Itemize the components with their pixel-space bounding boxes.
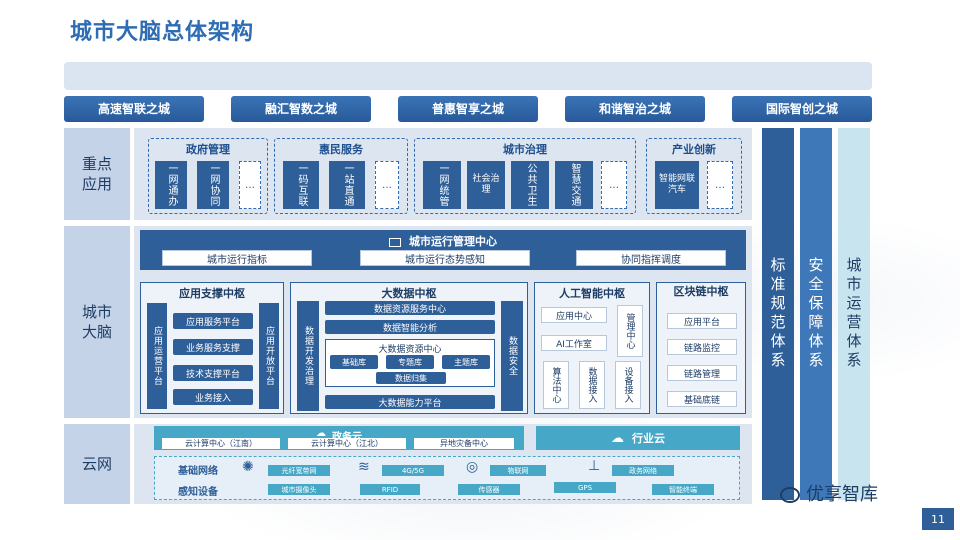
lib-item[interactable]: 专题库: [386, 355, 434, 369]
app-item[interactable]: 一网统管: [423, 161, 461, 209]
app-support-left[interactable]: 应用运营平台: [147, 303, 167, 409]
city-tag: 和谐智治之城: [565, 96, 705, 122]
data-collect[interactable]: 数据归集: [376, 372, 446, 384]
group-industry: 产业创新 智能网联汽车 …: [646, 138, 742, 214]
ai-item[interactable]: AI工作室: [541, 335, 607, 351]
gov-cloud-item[interactable]: 异地灾备中心: [414, 438, 514, 449]
network-globe-icon: ✺: [242, 459, 254, 475]
ai-item[interactable]: 应用中心: [541, 307, 607, 323]
city-tag: 普惠智享之城: [398, 96, 538, 122]
column-security[interactable]: 安全保障体系: [800, 128, 832, 500]
network-tree-icon: ⊥: [588, 458, 601, 474]
column-standards[interactable]: 标准规范体系: [762, 128, 794, 500]
app-item[interactable]: 社会治理: [467, 161, 505, 209]
app-item-more: …: [707, 161, 733, 209]
top-banner: [64, 62, 872, 90]
group-governance: 城市治理 一网统管 社会治理 公共卫生 智慧交通 …: [414, 138, 636, 214]
page-title: 城市大脑总体架构: [70, 20, 255, 45]
app-support-panel: 应用支撑中枢 应用运营平台 应用开放平台 应用服务平台 业务服务支撑 技术支撑平…: [140, 282, 284, 414]
blockchain-item[interactable]: 链路管理: [667, 365, 737, 381]
blockchain-item[interactable]: 基础底链: [667, 391, 737, 407]
net-label: 基础网络: [178, 466, 218, 477]
app-item[interactable]: 一码互联: [283, 161, 319, 209]
row-label-net: 云网: [64, 424, 130, 504]
big-data-panel: 大数据中枢 数据开发治理 数据安全 数据资源服务中心 数据智能分析 大数据资源中…: [290, 282, 528, 414]
big-data-left[interactable]: 数据开发治理: [297, 301, 319, 411]
blockchain-item[interactable]: 应用平台: [667, 313, 737, 329]
row-label-brain: 城市 大脑: [64, 226, 130, 418]
app-support-item[interactable]: 应用服务平台: [173, 313, 253, 329]
blockchain-panel: 区块链中枢 应用平台 链路监控 链路管理 基础底链: [656, 282, 746, 414]
ai-bottom-item[interactable]: 设备接入: [615, 361, 641, 409]
app-item-more: …: [375, 161, 399, 209]
cloud-icon: ☁: [316, 428, 326, 439]
ai-mgmt[interactable]: 管理中心: [617, 305, 643, 357]
wifi-icon: ≋: [358, 459, 370, 475]
app-item-more: …: [601, 161, 627, 209]
ops-center: 城市运行管理中心 城市运行指标 城市运行态势感知 协同指挥调度: [140, 230, 746, 270]
city-tag: 高速智联之城: [64, 96, 204, 122]
big-data-right[interactable]: 数据安全: [501, 301, 523, 411]
row-label-app: 重点 应用: [64, 128, 130, 220]
ai-panel: 人工智能中枢 应用中心 AI工作室 管理中心 算法中心 数据接入 设备接入: [534, 282, 650, 414]
industry-cloud[interactable]: ☁行业云: [536, 426, 740, 450]
big-data-resource-center: 大数据资源中心 基础库 专题库 主题库 数据归集: [325, 339, 495, 387]
net-item[interactable]: 4G/5G: [382, 465, 444, 476]
app-item[interactable]: 智慧交通: [555, 161, 593, 209]
ops-item[interactable]: 城市运行态势感知: [360, 250, 530, 266]
gov-cloud-item[interactable]: 云计算中心（江北）: [288, 438, 406, 449]
sense-item[interactable]: GPS: [554, 482, 616, 493]
lib-item[interactable]: 基础库: [330, 355, 378, 369]
app-item[interactable]: 一站直通: [329, 161, 365, 209]
app-item[interactable]: 智能网联汽车: [655, 161, 699, 209]
city-tags: 高速智联之城 融汇智数之城 普惠智享之城 和谐智治之城 国际智创之城: [64, 96, 872, 122]
app-item-more: …: [239, 161, 261, 209]
net-item[interactable]: 政务网络: [612, 465, 674, 476]
app-support-item[interactable]: 业务服务支撑: [173, 339, 253, 355]
sense-item[interactable]: 传感器: [458, 484, 520, 495]
cloud-icon: ☁: [611, 430, 624, 446]
sense-label: 感知设备: [178, 487, 218, 498]
app-item[interactable]: 一网协同: [197, 161, 229, 209]
net-item[interactable]: 光纤宽带网: [268, 465, 330, 476]
page-number: 11: [922, 508, 954, 530]
ai-bottom-item[interactable]: 数据接入: [579, 361, 605, 409]
signal-icon: ◎: [466, 459, 479, 475]
big-data-capability[interactable]: 大数据能力平台: [325, 395, 495, 409]
app-support-item[interactable]: 业务接入: [173, 389, 253, 405]
ops-item[interactable]: 城市运行指标: [162, 250, 312, 266]
ops-center-title: 城市运行管理中心: [140, 233, 746, 249]
city-tag: 国际智创之城: [732, 96, 872, 122]
wechat-icon: [780, 487, 800, 503]
sense-item[interactable]: 城市摄像头: [268, 484, 330, 495]
monitor-icon: [389, 237, 401, 247]
big-data-analysis[interactable]: 数据智能分析: [325, 320, 495, 334]
app-item[interactable]: 公共卫生: [511, 161, 549, 209]
big-data-service[interactable]: 数据资源服务中心: [325, 301, 495, 315]
net-item[interactable]: 物联网: [490, 465, 546, 476]
gov-cloud-item[interactable]: 云计算中心（江南）: [162, 438, 280, 449]
app-support-right[interactable]: 应用开放平台: [259, 303, 279, 409]
network-sense-zone: [154, 456, 740, 500]
column-operations[interactable]: 城市运营体系: [838, 128, 870, 500]
sense-item[interactable]: RFID: [360, 484, 420, 495]
group-gov: 政府管理 一网通办 一网协同 …: [148, 138, 268, 214]
group-public: 惠民服务 一码互联 一站直通 …: [274, 138, 408, 214]
ai-bottom-item[interactable]: 算法中心: [543, 361, 569, 409]
city-tag: 融汇智数之城: [231, 96, 371, 122]
sense-item[interactable]: 智能终端: [652, 484, 714, 495]
watermark: 优享智库: [780, 480, 878, 506]
blockchain-item[interactable]: 链路监控: [667, 339, 737, 355]
app-support-item[interactable]: 技术支撑平台: [173, 365, 253, 381]
ops-item[interactable]: 协同指挥调度: [576, 250, 726, 266]
app-item[interactable]: 一网通办: [155, 161, 187, 209]
lib-item[interactable]: 主题库: [442, 355, 490, 369]
